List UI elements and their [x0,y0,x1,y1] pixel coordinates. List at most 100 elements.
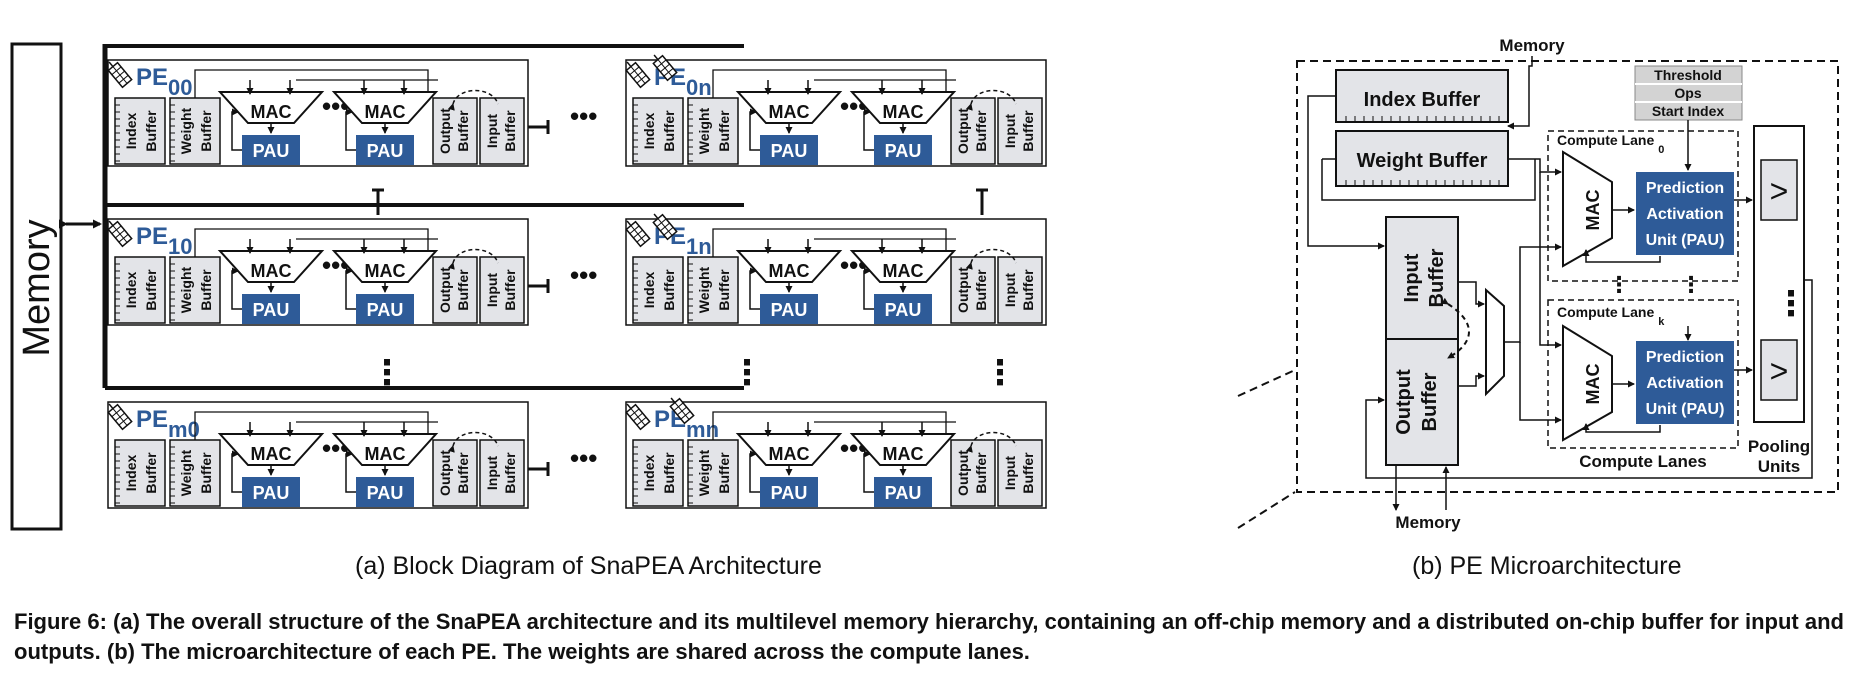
off-chip-memory-box [10,42,63,531]
compute-lane-0-label: Compute Lane0 [1557,132,1664,156]
memory-top-label: Memory [1499,36,1565,55]
weight-buffer-label: Weight [178,266,194,313]
pau-block [760,135,818,165]
pau-label: PAU [885,141,922,161]
output-buffer [950,256,996,324]
config-registers: Threshold Ops Start Index [1634,65,1743,121]
pooling-label-1: Pooling [1748,437,1810,456]
lanes-ellipsis-1: ⋮ [1608,272,1630,297]
mac-label: MAC [769,102,810,122]
output-buffer-buffer-label: Buffer [973,110,989,152]
lane-0-pau-line-1: Prediction [1646,180,1724,197]
lane-k-pau [1636,341,1734,424]
input-to-mux [1458,281,1485,308]
index-buffer-label: Index [641,455,657,492]
pau-label: PAU [253,300,290,320]
output-buffer-label-2: Buffer [1419,372,1441,431]
antenna-icon [107,220,133,248]
mac-label: MAC [365,102,406,122]
weight-buffer [687,256,739,324]
config-threshold: Threshold [1654,67,1722,83]
index-buffer-buffer-label: Buffer [143,110,159,152]
index-buffer [114,256,166,324]
row-ellipsis: ⋮ [370,354,404,392]
lane-k-mac-label: MAC [1583,364,1603,405]
lane-0-pau-line-3: Unit (PAU) [1646,232,1725,249]
antenna-icon [652,213,678,241]
index-buffer-buffer-label: Buffer [143,269,159,311]
pooling-label-2: Units [1758,457,1801,476]
pooling-ellipsis: ⋮ [1774,285,1808,323]
input-buffer-buffer-label: Buffer [1020,452,1036,494]
weight-buffer [169,256,221,324]
weight-buffer [169,97,221,165]
index-buffer-buffer-label: Buffer [661,452,677,494]
config-start-index: Start Index [1652,103,1725,119]
output-buffer-label: Output [955,267,971,313]
output-buffer-buffer-label: Buffer [455,110,471,152]
lane-k-feedback [1582,423,1661,433]
input-buffer-buffer-label: Buffer [502,110,518,152]
weight-buffer-buffer-label: Buffer [716,452,732,494]
weight-to-lane-0 [1508,158,1562,176]
mux-to-lane-k [1519,342,1562,424]
input-buffer-label: Input [484,456,500,491]
input-buffer-label-2: Buffer [1426,248,1448,307]
pooling-unit-top-symbol: > [1770,173,1789,209]
output-buffer-buffer-label: Buffer [973,269,989,311]
pau-block [760,477,818,507]
lane-0-mac-label: MAC [1583,190,1603,231]
off-chip-memory-label: Memory [16,219,58,356]
pau-label: PAU [771,300,808,320]
pau-block [242,135,300,165]
column-ellipsis: ••• [570,443,597,473]
output-buffer [432,439,478,507]
output-buffer-label: Output [955,450,971,496]
antenna-icon [669,397,695,425]
input-buffer-buffer-label: Buffer [502,452,518,494]
compute-lanes-label: Compute Lanes [1579,452,1707,471]
mac-label: MAC [883,261,924,281]
compute-lane-k-box [1547,299,1739,449]
index-buffer-buffer-label: Buffer [661,269,677,311]
memory-bottom-label: Memory [1395,513,1461,532]
buffer-mux [1485,287,1505,397]
index-buffer-label: Index [123,113,139,150]
weight-buffer [169,439,221,507]
mac-label: MAC [769,261,810,281]
output-buffer-label: Output [437,450,453,496]
pau-block [356,135,414,165]
pau-block [356,294,414,324]
input-buffer [479,439,525,507]
buffer-swap-arrow [448,248,499,270]
weight-buffer-label: Weight [178,107,194,154]
weight-buffer-label: Weight [178,449,194,496]
index-buffer [632,439,684,507]
pooling-unit-bottom-symbol: > [1770,353,1789,389]
index-buffer-label: Index Buffer [1364,89,1481,111]
mac-unit: MAC PAU [217,239,325,324]
output-buffer-label: Output [437,267,453,313]
pau-label: PAU [885,483,922,503]
pau-label: PAU [367,483,404,503]
pe-1n: PE1nIndexBufferWeightBufferOutputBufferI… [625,218,1047,326]
index-loop [1307,95,1385,250]
pau-block [874,135,932,165]
input-buffer-label: Input [1002,114,1018,149]
mac-label: MAC [251,261,292,281]
index-buffer [632,256,684,324]
antenna-icon [107,403,133,431]
output-buffer [432,256,478,324]
index-buffer-label: Index [123,272,139,309]
mac-label: MAC [365,261,406,281]
row-ellipsis: ⋮ [730,354,764,392]
output-to-mux [1458,372,1485,387]
caption-b: (b) PE Microarchitecture [1412,552,1682,580]
compute-lane-k-label: Compute Lanek [1557,304,1665,328]
